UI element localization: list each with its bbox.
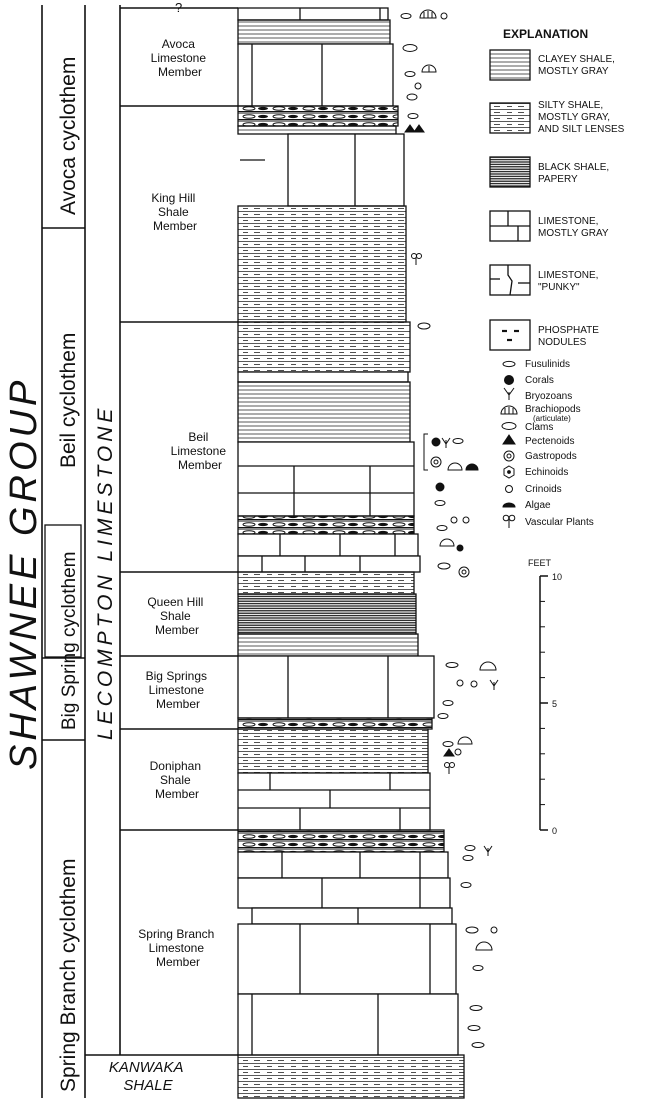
svg-text:Pectenoids: Pectenoids xyxy=(525,436,574,447)
svg-text:Echinoids: Echinoids xyxy=(525,467,568,478)
legend-bryozoan-icon xyxy=(504,388,514,400)
legend-gastropod-icon xyxy=(504,451,514,461)
fusulinid-icon xyxy=(408,114,418,119)
member-big-springs: Big Springs Limestone Member xyxy=(146,669,211,711)
cyclothem-big-spring: Big Spring cyclothem xyxy=(59,552,80,730)
legend-pectenoid-icon xyxy=(503,435,515,444)
svg-text:Fusulinids: Fusulinids xyxy=(525,359,570,370)
scale-unit: FEET xyxy=(528,558,552,568)
member-spring-branch: Spring Branch Limestone Member xyxy=(138,927,217,969)
legend-swatch-black-shale xyxy=(490,157,530,187)
legend-coral-icon xyxy=(505,376,514,385)
legend-fusulinid-icon xyxy=(503,361,515,366)
gastropod-icon xyxy=(431,457,441,467)
crinoid-icon xyxy=(441,13,447,19)
member-king-hill: King Hill Shale Member xyxy=(151,191,198,233)
legend-title: EXPLANATION xyxy=(503,27,588,41)
scale-bar: FEET 10 5 0 xyxy=(528,558,562,836)
legend-vascular-plant-icon xyxy=(503,515,515,528)
member-beil: Beil Limestone Member xyxy=(171,430,230,472)
clam-icon xyxy=(403,45,417,52)
brachiopod-icon xyxy=(422,65,436,72)
vascular-plant-icon xyxy=(412,254,422,266)
cyclothem-avoca: Avoca cyclothem xyxy=(57,57,80,215)
legend-label-clayey-shale: CLAYEY SHALE, MOSTLY GRAY xyxy=(538,54,618,77)
member-avoca: Avoca Limestone Member xyxy=(151,37,210,79)
legend-swatch-phosphate xyxy=(490,320,530,350)
clam-icon xyxy=(407,94,417,100)
svg-text:Crinoids: Crinoids xyxy=(525,484,562,495)
svg-text:Clams: Clams xyxy=(525,422,553,433)
legend-label-limestone: LIMESTONE, MOSTLY GRAY xyxy=(538,216,609,239)
legend-brachiopod-icon xyxy=(501,406,517,414)
legend-swatch-silty-shale xyxy=(490,103,530,133)
clam-icon xyxy=(418,323,430,329)
member-doniphan: Doniphan Shale Member xyxy=(150,759,205,801)
member-queen-hill: Queen Hill Shale Member xyxy=(147,595,206,637)
fusulinid-icon xyxy=(453,439,463,444)
legend-swatch-clayey-shale xyxy=(490,50,530,80)
svg-text:Gastropods: Gastropods xyxy=(525,451,577,462)
formation-name: LECOMPTON LIMESTONE xyxy=(94,405,117,740)
legend-label-phosphate: PHOSPHATE NODULES xyxy=(538,325,602,348)
legend-swatch-limestone xyxy=(490,211,530,241)
bryozoan-icon xyxy=(442,438,450,448)
svg-text:Vascular Plants: Vascular Plants xyxy=(525,517,594,528)
cyclothem-beil: Beil cyclothem xyxy=(57,333,80,468)
svg-text:Algae: Algae xyxy=(525,500,551,511)
svg-text:Bryozoans: Bryozoans xyxy=(525,391,572,402)
legend-echinoid-icon xyxy=(504,466,514,478)
legend-crinoid-icon xyxy=(506,486,513,493)
fusulinid-icon xyxy=(405,72,415,77)
legend-clam-icon xyxy=(502,423,516,430)
scale-label-0: 0 xyxy=(552,826,557,836)
kanwaka-shale-label: KANWAKA SHALE xyxy=(109,1059,187,1094)
legend-label-silty-shale: SILTY SHALE, MOSTLY GRAY, AND SILT LENSE… xyxy=(538,100,625,135)
group-name: SHAWNEE GROUP xyxy=(3,377,45,770)
legend-swatch-punky-limestone xyxy=(490,265,530,295)
scale-label-5: 5 xyxy=(552,699,557,709)
coral-icon xyxy=(432,438,440,446)
cyclothem-spring-branch: Spring Branch cyclothem xyxy=(57,859,80,1092)
legend: EXPLANATION CLAYEY SHALE, MOSTLY GRAY SI… xyxy=(490,27,625,528)
fusulinid-icon xyxy=(401,14,411,19)
unknown-top-marker: ? xyxy=(175,0,182,15)
scale-label-10: 10 xyxy=(552,572,562,582)
legend-label-black-shale: BLACK SHALE, PAPERY xyxy=(538,162,612,185)
legend-label-punky-limestone: LIMESTONE, "PUNKY" xyxy=(538,270,601,293)
svg-text:Corals: Corals xyxy=(525,375,554,386)
crinoid-icon xyxy=(415,83,421,89)
legend-algae-icon xyxy=(503,503,515,507)
legend-fossil-labels: Fusulinids Corals Bryozoans Brachiopods … xyxy=(525,359,594,528)
pectenoid-icon xyxy=(405,125,424,132)
brachiopod-icon xyxy=(420,10,436,18)
stratigraphic-column xyxy=(238,8,464,1098)
member-labels: Avoca Limestone Member King Hill Shale M… xyxy=(138,37,229,969)
